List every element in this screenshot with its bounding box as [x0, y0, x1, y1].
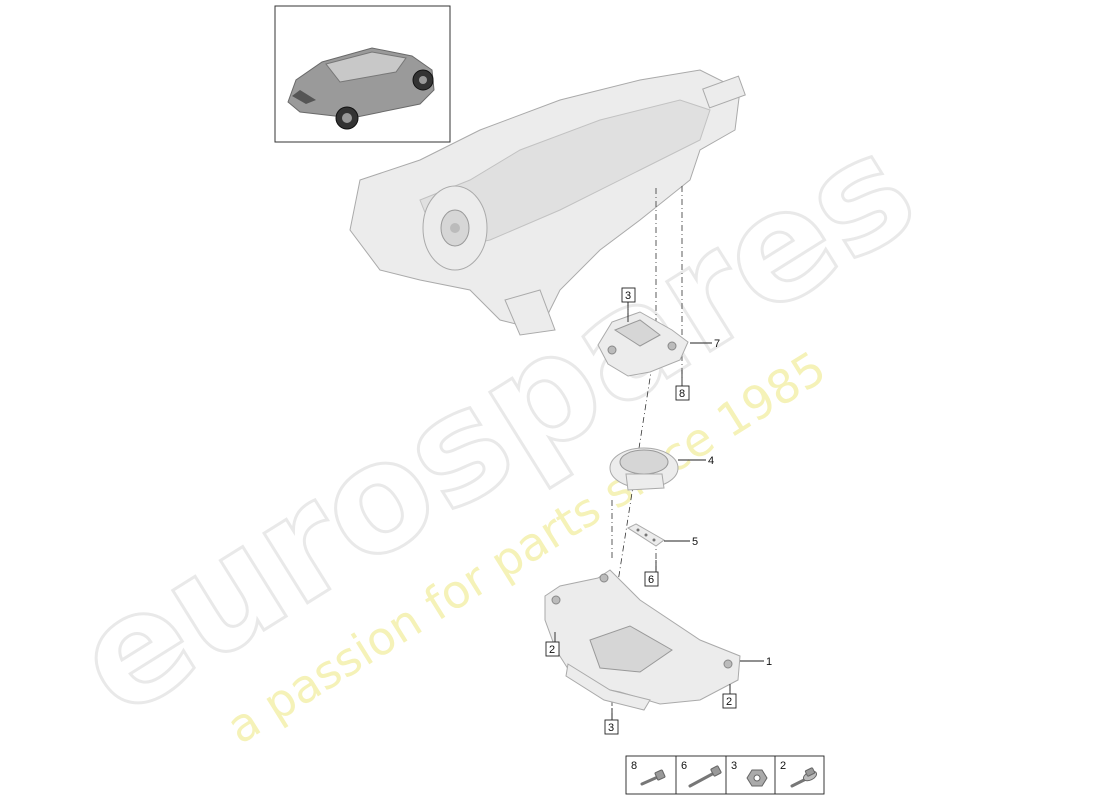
svg-text:6: 6 — [648, 574, 654, 586]
callout-5[interactable]: 5 — [692, 536, 698, 548]
svg-text:2: 2 — [726, 696, 732, 708]
nut-icon — [746, 769, 768, 787]
legend-cell-8[interactable]: 8 — [631, 760, 666, 786]
boxed-callout-6[interactable]: 6 — [644, 571, 659, 587]
legend-cell-2[interactable]: 2 — [780, 760, 818, 788]
leader-lines — [554, 302, 764, 720]
svg-text:6: 6 — [681, 760, 687, 772]
vehicle-thumbnail — [274, 5, 451, 143]
flange-bolt-icon — [790, 767, 818, 788]
pad-part-5[interactable] — [626, 523, 665, 547]
boxed-callout-2-right[interactable]: 2 — [722, 693, 737, 709]
callout-1[interactable]: 1 — [766, 656, 772, 668]
svg-text:8: 8 — [679, 388, 685, 400]
svg-text:2: 2 — [780, 760, 786, 772]
boxed-callout-3-top[interactable]: 3 — [621, 287, 636, 303]
svg-text:2: 2 — [549, 644, 555, 656]
svg-text:3: 3 — [731, 760, 737, 772]
callout-4[interactable]: 4 — [708, 455, 714, 467]
crossmember-part-1[interactable] — [544, 569, 741, 711]
legend-cell-3[interactable]: 3 — [731, 760, 768, 787]
car-icon — [287, 47, 435, 130]
boxed-callout-8[interactable]: 8 — [675, 385, 690, 401]
fastener-legend: 8 6 3 2 — [625, 755, 825, 795]
callout-7[interactable]: 7 — [714, 338, 720, 350]
boxed-callout-2-left[interactable]: 2 — [545, 641, 560, 657]
svg-text:3: 3 — [625, 290, 631, 302]
transmission-mount-part-4[interactable] — [609, 447, 679, 491]
transmission — [349, 69, 746, 336]
mount-bracket-part-7[interactable] — [597, 311, 689, 377]
boxed-callout-3-bottom[interactable]: 3 — [604, 719, 619, 735]
bolt-icon — [688, 765, 722, 788]
bolt-icon — [640, 769, 666, 786]
svg-text:3: 3 — [608, 722, 614, 734]
svg-text:8: 8 — [631, 760, 637, 772]
legend-cell-6[interactable]: 6 — [681, 760, 722, 788]
